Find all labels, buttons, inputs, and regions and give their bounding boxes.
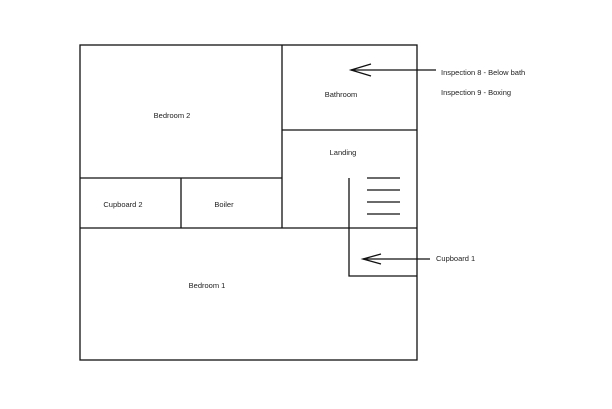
stairs [367, 177, 400, 215]
annotation-cupboard1: Cupboard 1 [436, 254, 475, 263]
annotation-inspection9: Inspection 9 - Boxing [441, 88, 511, 97]
cupboard1-wall [348, 178, 417, 277]
arrow-inspection8 [348, 63, 436, 77]
room-label-boiler: Boiler [214, 200, 234, 209]
arrow-cupboard1 [360, 253, 430, 265]
room-label-landing: Landing [330, 148, 357, 157]
outer-wall [79, 44, 418, 361]
room-label-bathroom: Bathroom [325, 90, 358, 99]
room-label-bedroom1: Bedroom 1 [189, 281, 226, 290]
annotation-inspection8: Inspection 8 - Below bath [441, 68, 525, 77]
room-label-bedroom2: Bedroom 2 [154, 111, 191, 120]
room-label-cupboard2: Cupboard 2 [103, 200, 142, 209]
